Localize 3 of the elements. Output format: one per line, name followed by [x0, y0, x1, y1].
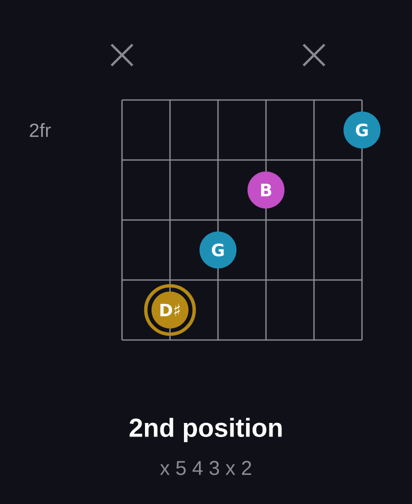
fingering-text: x 5 4 3 x 2: [160, 460, 252, 476]
fret-number: 2fr: [30, 123, 51, 137]
title: 2nd position: [130, 418, 282, 442]
